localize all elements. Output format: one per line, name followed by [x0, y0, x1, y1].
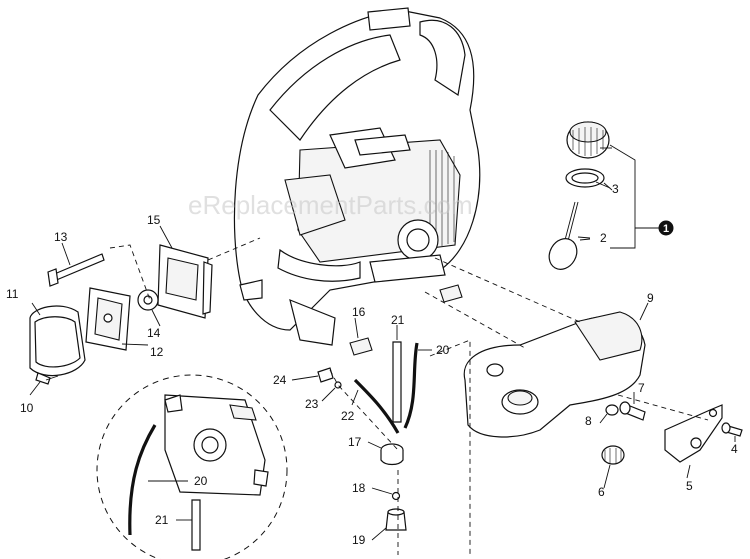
- callout-15: 15: [147, 213, 161, 227]
- fuel-hose-part21-detail: [191, 499, 201, 551]
- kit-callout-label: 1: [663, 223, 669, 235]
- fuel-hose-part20: [403, 342, 419, 429]
- callout-19: 19: [352, 533, 366, 547]
- callout-23: 23: [305, 397, 319, 411]
- callout-7: 7: [638, 381, 645, 395]
- clip-part18: [391, 491, 401, 501]
- callout-13: 13: [54, 230, 68, 244]
- callout-20-detail: 20: [194, 474, 208, 488]
- callout-17: 17: [348, 435, 362, 449]
- callout-24: 24: [273, 373, 287, 387]
- blower-housing: [233, 7, 481, 346]
- air-cleaner-base-part15: [157, 244, 213, 319]
- air-filter-cover-part11: [29, 305, 86, 377]
- carburetor-detail-circle: [96, 374, 288, 559]
- weight-part19: [385, 508, 407, 531]
- fuel-hose-part21: [392, 341, 402, 423]
- callout-5: 5: [686, 479, 693, 493]
- callout-20: 20: [436, 343, 450, 357]
- gasket-part14: [137, 289, 159, 311]
- bolt-part13: [47, 253, 105, 287]
- fuel-tank: [463, 311, 646, 438]
- callout-9: 9: [647, 291, 654, 305]
- callout-11: 11: [6, 287, 19, 301]
- fitting-part24: [317, 367, 334, 383]
- cushion-part16: [349, 284, 463, 356]
- filter-part17: [380, 443, 404, 466]
- callout-21: 21: [391, 313, 405, 327]
- callout-6: 6: [598, 485, 605, 499]
- callout-22: 22: [341, 409, 355, 423]
- carburetor: [164, 394, 269, 496]
- bolt-part4: [721, 422, 743, 437]
- leader-lines: [29, 147, 736, 541]
- callout-18: 18: [352, 481, 366, 495]
- knob-part10: [35, 372, 59, 385]
- bolt-part7: [619, 401, 646, 421]
- grommet-part6: [601, 445, 625, 465]
- callout-16: 16: [352, 305, 366, 319]
- callout-3: 3: [612, 182, 619, 196]
- fuel-hose-part22: [353, 378, 400, 434]
- callout-12: 12: [150, 345, 164, 359]
- watermark-text: eReplacementParts.com: [188, 190, 473, 220]
- fuel-cap-assembly: [548, 121, 610, 270]
- callout-2: 2: [600, 231, 607, 245]
- callout-labels: 2 3 4 5 6 7 8 9 10 11 12 13 14 15 16 17 …: [6, 182, 738, 547]
- callout-8: 8: [585, 414, 592, 428]
- washer-part8: [605, 404, 619, 416]
- callout-21-detail: 21: [155, 513, 169, 527]
- filter-element-part12: [85, 287, 131, 351]
- callout-10: 10: [20, 401, 34, 415]
- callout-14: 14: [147, 326, 161, 340]
- callout-4: 4: [731, 442, 738, 456]
